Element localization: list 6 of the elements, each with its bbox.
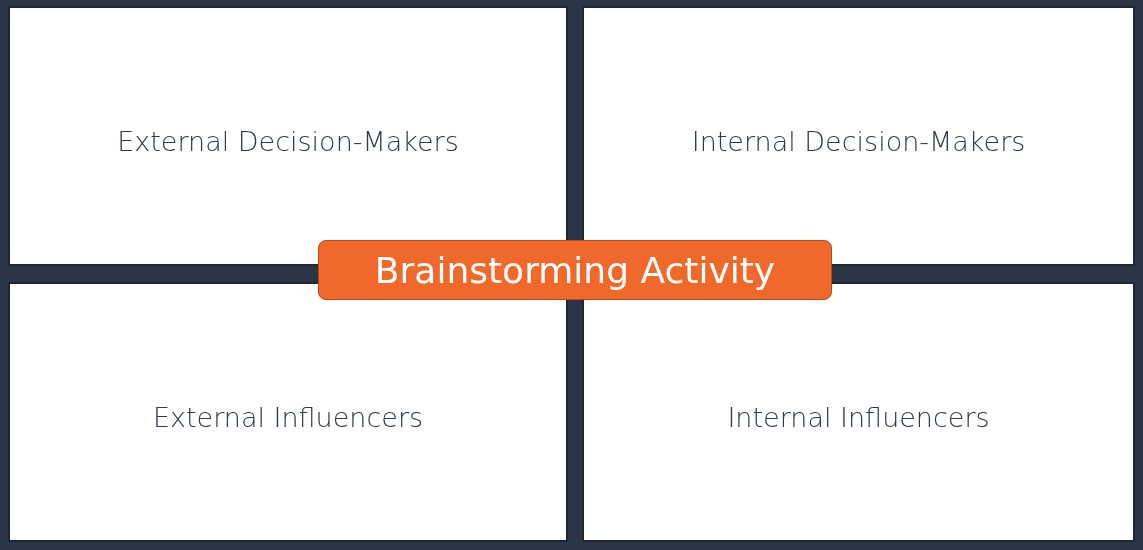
quadrant-label: Internal Decision-Makers (691, 126, 1026, 157)
banner-title: Brainstorming Activity (374, 249, 776, 291)
quadrant-label: Internal Influencers (727, 402, 990, 433)
quadrant-label: External Decision-Makers (117, 126, 459, 157)
quadrant-label: External Influencers (152, 402, 424, 433)
title-banner (318, 240, 832, 300)
